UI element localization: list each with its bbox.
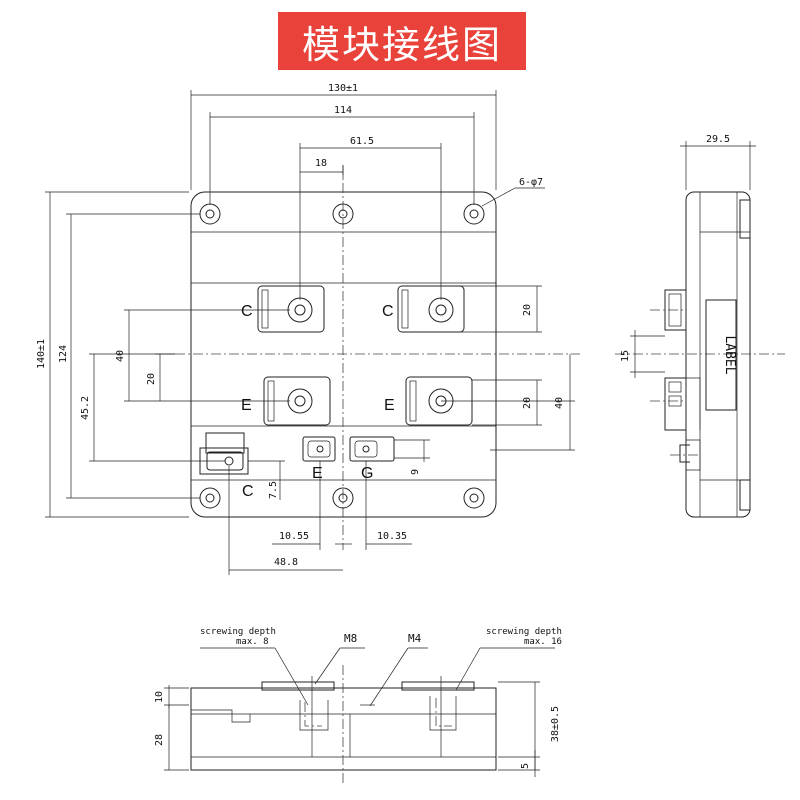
side-view: LABEL 29.5 15: [615, 134, 785, 518]
dim-text: 10.35: [377, 531, 407, 542]
dim-v9: 9: [394, 439, 430, 475]
dim-hole-spec: 6-φ7: [481, 177, 545, 207]
dim-text: 9: [410, 469, 421, 475]
dim-text: 6-φ7: [519, 177, 543, 188]
terminal-c-left: [257, 285, 325, 333]
note-screw-left-1: screwing depth: [200, 627, 276, 637]
aux-terminal-e: [302, 436, 336, 462]
dim-text: 15: [620, 350, 631, 362]
dim-terminal-pitch: 61.5: [299, 136, 442, 300]
dim-v45-2: 45.2: [80, 353, 225, 462]
top-view: 130±1 114 61.5 18 6-φ7: [36, 83, 580, 575]
dim-text: 45.2: [80, 396, 91, 420]
dim-v20-right-top: 20: [441, 285, 542, 333]
label-c-top-right: C: [382, 303, 394, 320]
mounting-hole: [332, 203, 354, 225]
dim-bottom-10: 10: [154, 685, 189, 708]
dim-text: 18: [315, 158, 327, 169]
dim-h48-8: 48.8: [228, 466, 343, 575]
dim-text: 40: [554, 397, 565, 409]
dim-text: 130±1: [328, 83, 358, 94]
label-c-top-left: C: [241, 303, 253, 320]
terminal-c-right: [397, 285, 465, 333]
label-g-aux: G: [361, 465, 373, 482]
label-e-bottom-right: E: [384, 397, 395, 414]
dim-text: 10: [154, 691, 165, 703]
note-screw-right-1: screwing depth: [486, 627, 562, 637]
dim-h10-35: 10.35: [335, 461, 412, 550]
dim-text: 40: [115, 350, 126, 362]
dim-v20-right-bottom: 20: [472, 379, 542, 426]
side-label-text: LABEL: [722, 335, 737, 374]
aux-terminal-g: [349, 436, 395, 462]
note-m8: M8: [344, 632, 357, 645]
dim-side-15: 15: [620, 330, 665, 378]
dim-side-width: 29.5: [680, 134, 756, 190]
dim-text: 7.5: [268, 481, 279, 499]
dim-text: 5: [520, 763, 531, 769]
dim-text: 20: [522, 304, 533, 316]
mounting-hole: [463, 487, 485, 509]
dim-bottom-28: 28: [154, 705, 189, 771]
dim-v20-left: 20: [146, 353, 175, 401]
dim-text: 10.55: [279, 531, 309, 542]
dim-v7-5: 7.5: [248, 460, 285, 500]
title-banner: 模块接线图: [278, 12, 526, 70]
dim-text: 20: [146, 373, 157, 385]
dim-overall-width: 130±1: [190, 83, 497, 190]
dim-overall-height: 140±1: [36, 191, 189, 518]
note-m4: M4: [408, 632, 422, 645]
label-c-aux: C: [242, 483, 254, 500]
note-screw-right-2: max. 16: [524, 637, 562, 647]
dim-text: 124: [58, 345, 69, 363]
dim-text: 20: [522, 397, 533, 409]
mounting-hole: [463, 203, 485, 225]
dim-v40-right: 40: [441, 354, 575, 451]
dim-text: 114: [334, 105, 352, 116]
aux-terminal-c: [199, 432, 249, 475]
label-e-aux: E: [312, 465, 323, 482]
dim-mount-height: 124: [58, 213, 200, 499]
dim-v40-left: 40: [115, 309, 290, 402]
note-screw-left-2: max. 8: [236, 637, 269, 647]
dim-text: 61.5: [350, 136, 374, 147]
dim-text: 140±1: [36, 339, 47, 369]
dim-text: 38±0.5: [550, 706, 561, 742]
mounting-hole: [199, 203, 221, 225]
dim-h10-55: 10.55: [272, 461, 352, 550]
side-label-box: LABEL: [705, 299, 737, 411]
dim-mount-width: 114: [209, 105, 475, 205]
top-view-outline: [190, 191, 497, 518]
mounting-hole: [199, 487, 221, 509]
dim-bottom-5: 5: [498, 750, 540, 777]
label-e-bottom-left: E: [241, 397, 252, 414]
dim-text: 48.8: [274, 557, 298, 568]
dim-text: 28: [154, 734, 165, 746]
bottom-view: screwing depth max. 8 M8 M4 screwing dep…: [154, 627, 562, 785]
page-title: 模块接线图: [301, 22, 502, 67]
mounting-hole: [332, 487, 354, 509]
dim-offset-18: 18: [300, 158, 344, 178]
dim-text: 29.5: [706, 134, 730, 145]
